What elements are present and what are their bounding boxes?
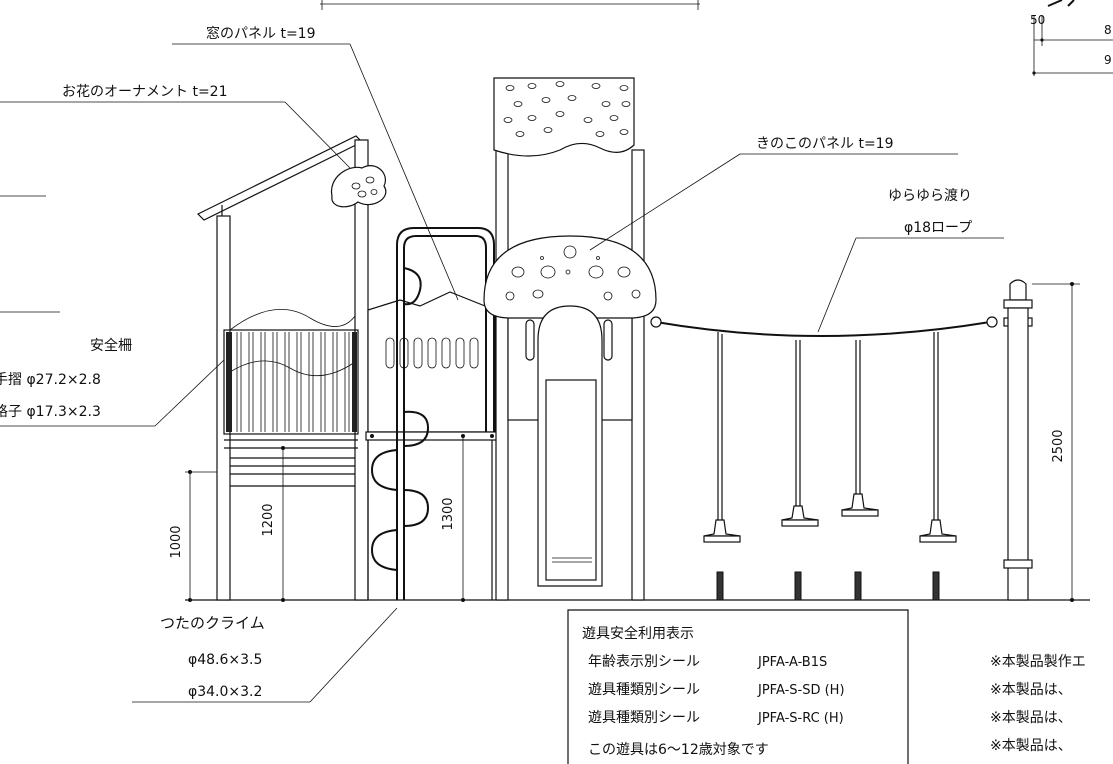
rope — [655, 321, 991, 337]
fence-bars — [226, 332, 357, 432]
dim-1000: 1000 — [169, 525, 184, 558]
label-swing-bridge: ゆらゆら渡り — [888, 188, 972, 204]
left-house — [196, 135, 387, 601]
labels: 窓のパネル t=19 お花のオーナメント t=21 きのこのパネル t=19 ゆ… — [0, 25, 972, 700]
safety-box-title: 遊具安全利用表示 — [582, 625, 694, 642]
label-window-panel: 窓のパネル t=19 — [206, 25, 315, 42]
right-post — [1003, 279, 1033, 601]
safety-row-2-label: 遊具種類別シール — [588, 682, 700, 698]
dimensions: 1000 1200 1300 2500 — [169, 282, 1080, 602]
rope-step-1 — [703, 332, 741, 601]
note-2: ※本製品は、 — [990, 682, 1072, 698]
note-4: ※本製品は、 — [990, 738, 1072, 754]
safety-row-1-label: 年齢表示別シール — [588, 654, 700, 670]
leader-lines — [0, 43, 1004, 703]
safety-target-age: この遊具は6～12歳対象です — [588, 742, 769, 758]
label-handrail: 手摺 φ27.2×2.8 — [0, 372, 101, 388]
top-right-dimension: 50 8 9 — [1030, 13, 1113, 76]
dim-9: 9 — [1104, 53, 1112, 67]
safety-row-2-code: JPFA-S-SD (H) — [757, 683, 845, 698]
dim-50: 50 — [1030, 13, 1045, 27]
label-ivy-pipe-2: φ34.0×3.2 — [188, 684, 262, 700]
dim-1300: 1300 — [441, 497, 456, 530]
label-ivy-pipe-1: φ48.6×3.5 — [188, 652, 262, 668]
middle-house — [365, 227, 499, 600]
top-partial-dimension — [320, 0, 1075, 10]
rope-step-2 — [781, 340, 819, 601]
rope-step-4 — [919, 332, 957, 601]
safety-row-1-code: JPFA-A-B1S — [757, 655, 827, 670]
safety-row-3-code: JPFA-S-RC (H) — [757, 711, 844, 726]
dim-2500: 2500 — [1051, 429, 1066, 462]
safety-row-3-label: 遊具種類別シール — [588, 710, 700, 726]
note-1: ※本製品製作エ — [990, 654, 1086, 670]
safety-info-box: 遊具安全利用表示 年齢表示別シール JPFA-A-B1S 遊具種類別シール JP… — [567, 609, 909, 764]
label-rope: φ18ロープ — [904, 220, 972, 236]
label-ivy-climb: つたのクライム — [160, 614, 265, 632]
label-mushroom-panel: きのこのパネル t=19 — [756, 136, 893, 152]
label-lattice: 格子 φ17.3×2.3 — [0, 404, 101, 420]
label-flower-ornament: お花のオーナメント t=21 — [62, 84, 227, 100]
flower-ornament — [330, 165, 387, 208]
rope-bridge — [650, 316, 998, 601]
tower — [483, 77, 657, 601]
rope-step-3 — [841, 340, 879, 601]
label-safety-fence: 安全柵 — [90, 337, 132, 354]
notes: ※本製品製作エ ※本製品は、 ※本製品は、 ※本製品は、 — [990, 654, 1086, 754]
dim-8: 8 — [1104, 23, 1112, 37]
tower-dots — [503, 81, 631, 137]
mushroom-panel — [483, 235, 657, 319]
note-3: ※本製品は、 — [990, 710, 1072, 726]
dim-1200: 1200 — [261, 503, 276, 536]
